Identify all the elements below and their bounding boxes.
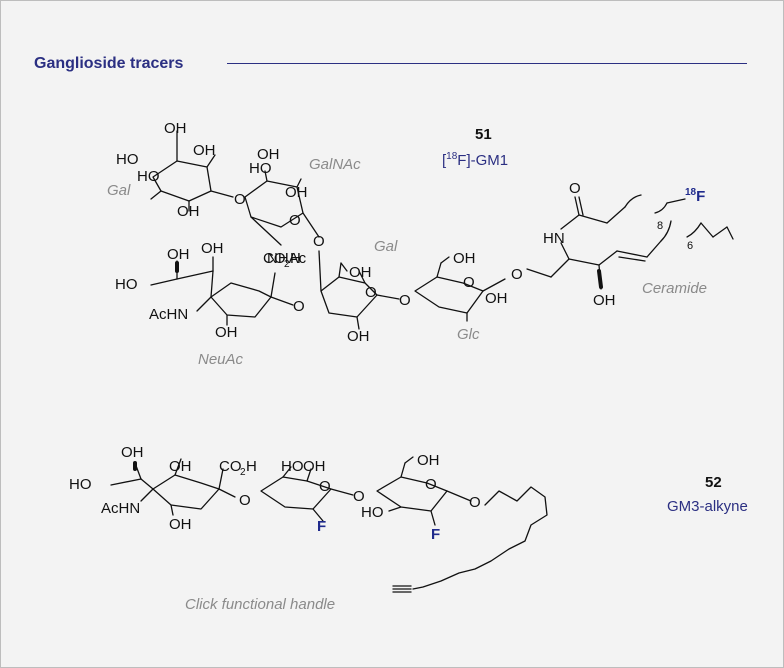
svg-text:H: H (290, 250, 301, 267)
svg-text:OH: OH (349, 264, 372, 281)
svg-text:O: O (511, 266, 523, 283)
svg-text:OH: OH (164, 120, 187, 137)
svg-text:OH: OH (201, 240, 224, 257)
gal-top-ring: OH OH HO HO OH O (116, 120, 246, 220)
neuac-ring-52: OH OH HO AcHN OH CO 2 H O (69, 444, 257, 533)
section-title: Ganglioside tracers (34, 55, 184, 72)
svg-text:CO: CO (219, 458, 242, 475)
svg-text:HO: HO (69, 476, 92, 493)
svg-text:8: 8 (657, 220, 663, 232)
fluorine-label-2: F (431, 526, 440, 543)
svg-text:O: O (569, 180, 581, 197)
label-glc: Glc (457, 326, 480, 343)
svg-text:HO: HO (137, 168, 160, 185)
svg-text:O: O (469, 494, 481, 511)
svg-text:O: O (399, 292, 411, 309)
label-gal-top: Gal (107, 182, 131, 199)
svg-text:O: O (425, 476, 437, 493)
svg-text:OH: OH (347, 328, 370, 345)
compound-51: OH OH HO HO OH O HO OH OH O NHAc O (107, 120, 734, 368)
compound-52-caption: GM3-alkyne (667, 498, 748, 515)
glc-ring-52: OH O HO O (361, 452, 481, 526)
label-gal-mid: Gal (374, 238, 398, 255)
label-ceramide: Ceramide (642, 280, 707, 297)
fluorine-label-1: F (317, 518, 326, 535)
svg-text:O: O (463, 274, 475, 291)
label-neuac: NeuAc (198, 351, 244, 368)
svg-text:O: O (365, 284, 377, 301)
svg-text:OH: OH (285, 184, 308, 201)
svg-text:OH: OH (169, 516, 192, 533)
svg-text:2: 2 (284, 259, 290, 270)
svg-text:AcHN: AcHN (149, 306, 188, 323)
compound-51-caption: [18F]-GM1 (442, 151, 508, 169)
svg-text:6: 6 (687, 240, 693, 252)
svg-text:HO: HO (116, 151, 139, 168)
fluorine-18-label: 18F (685, 187, 705, 205)
svg-text:O: O (239, 492, 251, 509)
label-galnac: GalNAc (309, 156, 361, 173)
svg-text:HO: HO (249, 160, 272, 177)
svg-text:HO: HO (281, 458, 304, 475)
svg-text:OH: OH (193, 142, 216, 159)
gal-ring-52: HO OH O O (260, 458, 365, 522)
svg-text:NHAc: NHAc (267, 250, 307, 267)
title-rule (227, 63, 747, 64)
svg-text:OH: OH (485, 290, 508, 307)
svg-text:OH: OH (593, 292, 616, 309)
svg-text:OH: OH (303, 458, 326, 475)
neuac-ring: OH OH HO AcHN OH CO 2 H O (115, 240, 305, 341)
compound-52-number: 52 (705, 474, 722, 491)
svg-text:HO: HO (115, 276, 138, 293)
svg-text:HN: HN (543, 230, 565, 247)
svg-text:O: O (353, 488, 365, 505)
svg-text:H: H (246, 458, 257, 475)
svg-text:O: O (234, 191, 246, 208)
ceramide-chain: HN OH 6 O 8 (526, 180, 734, 309)
svg-text:O: O (293, 298, 305, 315)
compound-52: OH OH HO AcHN OH CO 2 H O HO OH O O (69, 444, 748, 613)
svg-text:OH: OH (121, 444, 144, 461)
svg-text:AcHN: AcHN (101, 500, 140, 517)
label-click-handle: Click functional handle (185, 596, 335, 613)
svg-text:HO: HO (361, 504, 384, 521)
svg-text:CO: CO (263, 250, 286, 267)
glc-ring: OH O OH O (414, 250, 523, 322)
svg-text:OH: OH (453, 250, 476, 267)
galnac-ring: HO OH OH O NHAc O (244, 146, 325, 267)
svg-text:OH: OH (417, 452, 440, 469)
svg-text:O: O (313, 233, 325, 250)
compound-51-number: 51 (475, 126, 492, 143)
svg-text:2: 2 (240, 467, 246, 478)
svg-text:OH: OH (257, 146, 280, 163)
svg-text:OH: OH (215, 324, 238, 341)
svg-text:OH: OH (177, 203, 200, 220)
svg-text:O: O (289, 212, 301, 229)
svg-text:O: O (319, 478, 331, 495)
svg-text:OH: OH (167, 246, 190, 263)
gal-mid-ring: OH O OH O (318, 250, 411, 345)
alkyl-chain (392, 486, 548, 593)
svg-text:OH: OH (169, 458, 192, 475)
